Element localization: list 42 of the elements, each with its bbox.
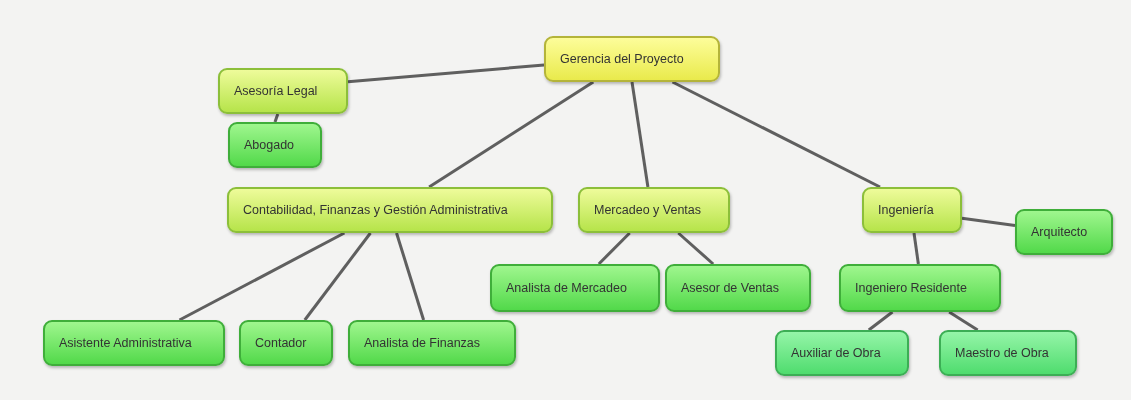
concept-box: [228, 122, 322, 168]
concept-box: [1015, 209, 1113, 255]
connector-line: [677, 231, 715, 266]
node-label: Ingeniero Residente: [855, 281, 967, 295]
concept-box: [862, 187, 962, 233]
connector-line: [597, 231, 631, 266]
connector-line: [347, 63, 545, 84]
concept-box: [839, 264, 1001, 312]
node-label: Mercadeo y Ventas: [594, 203, 701, 217]
node-label: Asesor de Ventas: [681, 281, 779, 295]
concept-box: [348, 320, 516, 366]
node-label: Abogado: [244, 138, 295, 152]
node-label: Ingeniería: [878, 203, 934, 217]
node-label: Asistente Administrativa: [59, 336, 192, 350]
concept-box: [227, 187, 553, 233]
concept-box: [218, 68, 348, 114]
connector-line: [671, 80, 881, 189]
connector-line: [428, 80, 595, 189]
connector-line: [961, 216, 1016, 228]
connector-line: [912, 232, 920, 265]
node-label: Auxiliar de Obra: [791, 346, 881, 360]
connector-line: [178, 231, 346, 322]
concept-box: [239, 320, 333, 366]
connector-line: [395, 232, 426, 321]
connector-line: [303, 232, 372, 321]
node-label: Gerencia del Proyecto: [560, 52, 684, 66]
node-label: Analista de Mercadeo: [506, 281, 627, 295]
connector-line: [273, 113, 280, 123]
node-label: Maestro de Obra: [955, 346, 1049, 360]
concept-box: [665, 264, 811, 312]
concept-box: [490, 264, 660, 312]
concept-box: [578, 187, 730, 233]
node-label: Analista de Finanzas: [364, 336, 481, 350]
concept-box: [43, 320, 225, 366]
concept-box: [775, 330, 909, 376]
concept-box: [939, 330, 1077, 376]
connector-line: [630, 81, 650, 188]
node-label: Arquitecto: [1031, 225, 1088, 239]
node-label: Contabilidad, Finanzas y Gestión Administrativa: [243, 203, 508, 217]
concept-box: [544, 36, 720, 82]
node-label: Asesoría Legal: [234, 84, 318, 98]
node-label: Contador: [255, 336, 307, 350]
